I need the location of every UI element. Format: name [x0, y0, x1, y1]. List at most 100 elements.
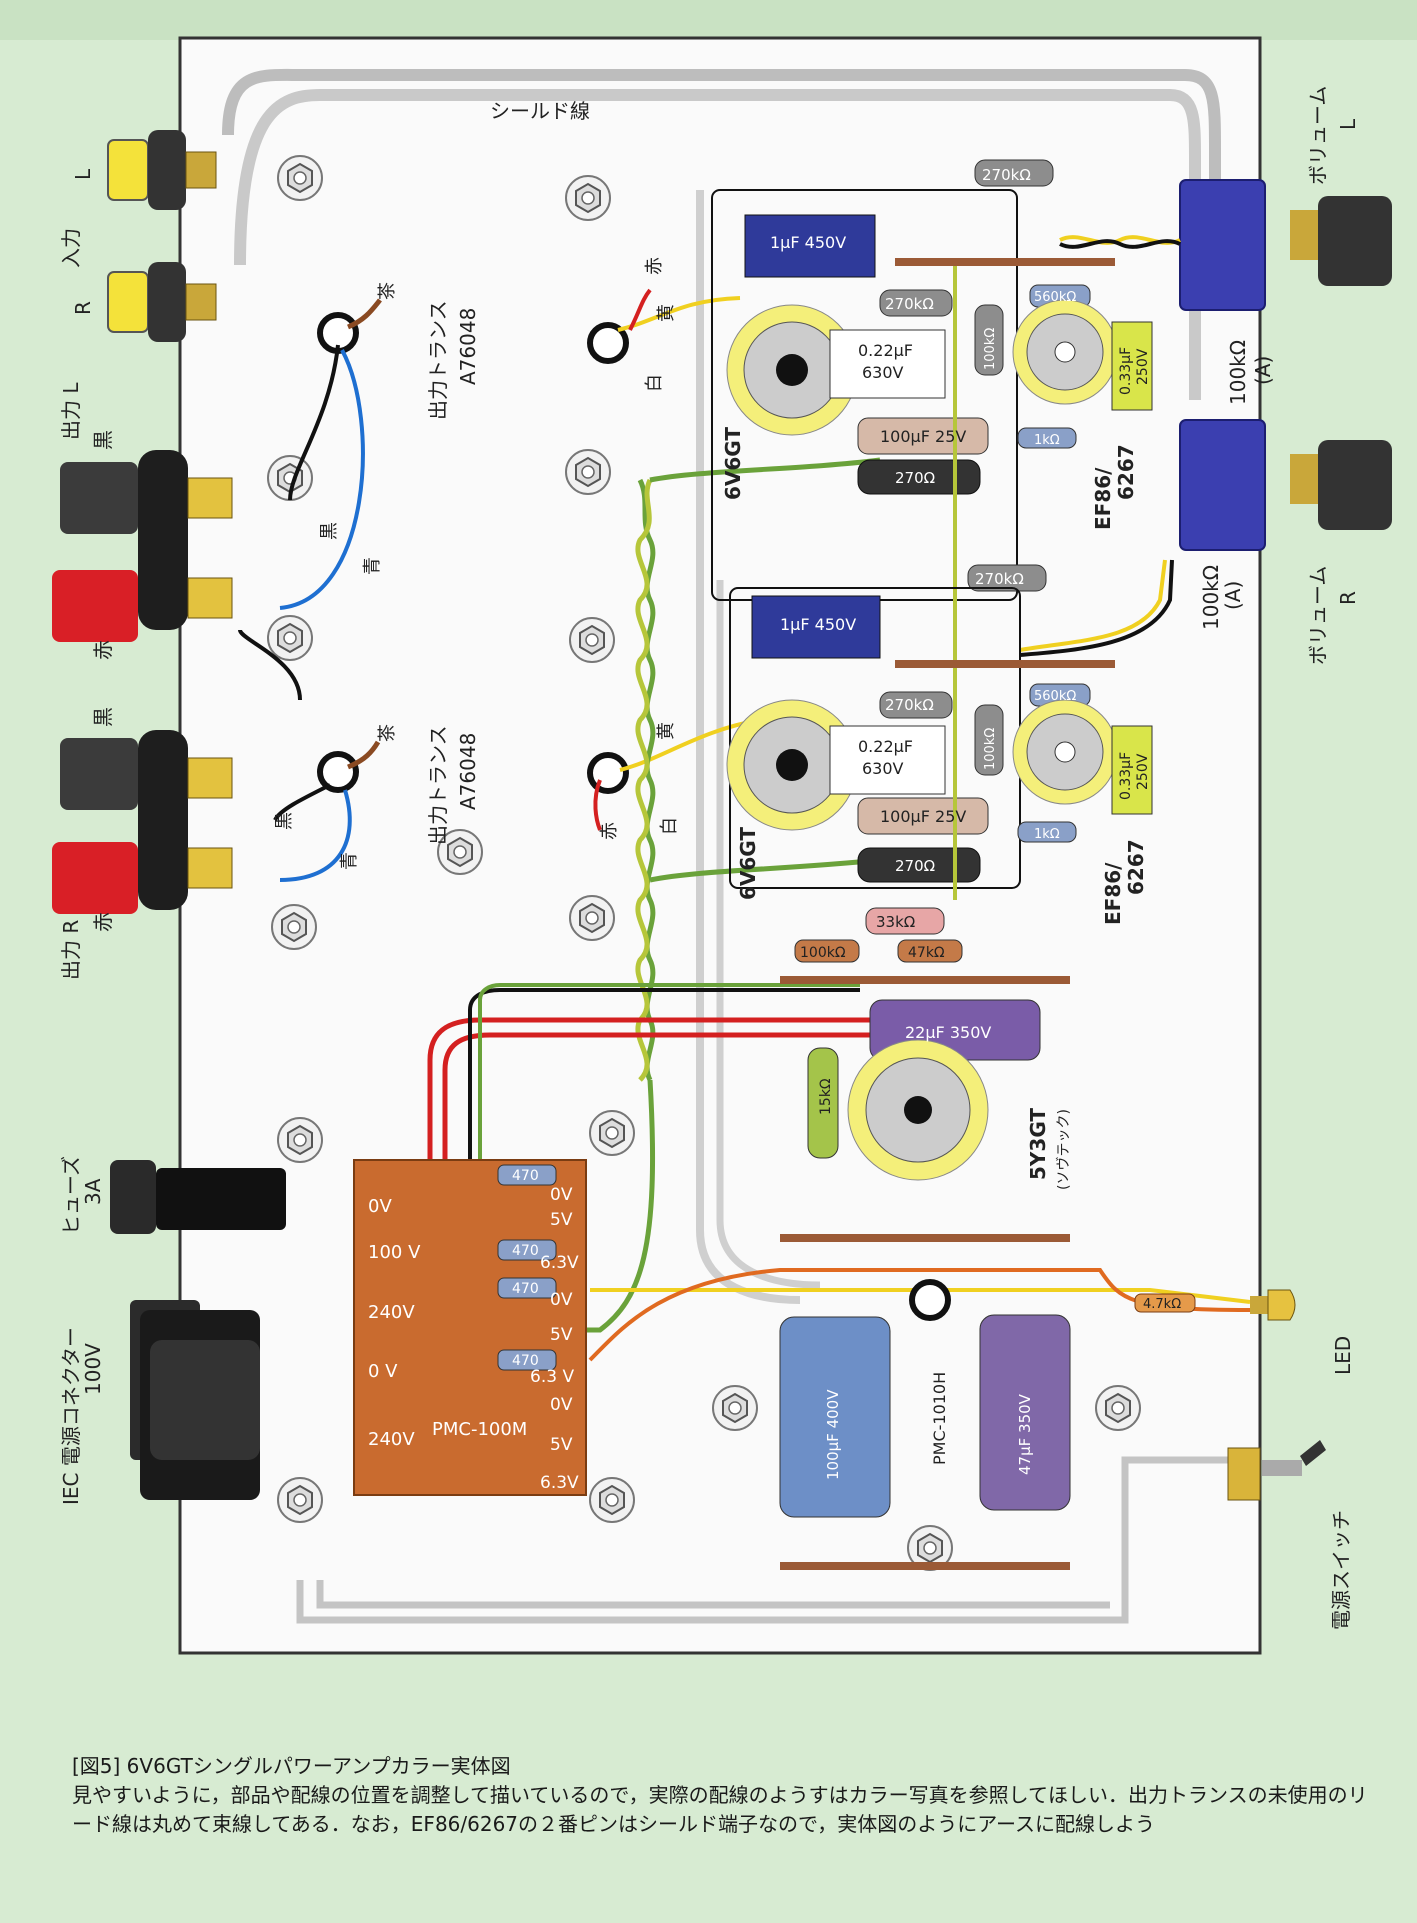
rect-tube: 5Y3GT [1026, 1108, 1050, 1180]
wire-blue-1: 青 [362, 557, 383, 575]
ot-name-2: 出力トランス [426, 725, 450, 845]
vol-wire-r [1019, 559, 1167, 652]
r-1k-top: 1kΩ [1034, 433, 1060, 448]
cap-033-top-volt: 250V [1135, 348, 1151, 385]
wire-white-bottom: 白 [659, 817, 680, 835]
wire-red-top: 赤 [644, 257, 665, 275]
volume-value-l: 100kΩ [1226, 340, 1250, 405]
wire-yellow-top: 黄 [656, 304, 677, 322]
wire-yellow-bottom: 黄 [656, 722, 677, 740]
wire-brown-1: 茶 [377, 282, 398, 300]
ot-model-2: A76048 [456, 733, 480, 810]
cap-033-top [1111, 321, 1153, 411]
cap-100uf-top-label: 100μF 25V [880, 427, 966, 446]
led [1250, 1289, 1296, 1321]
cap-033-bottom-value: 0.33μF [1118, 752, 1134, 800]
r-270-top: 270Ω [895, 469, 935, 487]
r-270k-top-bottomrow: 270kΩ [975, 570, 1024, 588]
cap-033-bottom [1111, 725, 1153, 815]
black-label-r: 黒 [91, 707, 115, 727]
r-15k: 15kΩ [818, 1078, 834, 1115]
mounting-nut [1095, 1385, 1141, 1431]
rect-tube-note: (ソヴテック) [1055, 1109, 1072, 1190]
ot-name-1: 出力トランス [426, 300, 450, 420]
cap-022-top [829, 329, 946, 399]
speaker-terminal-l-black [60, 450, 233, 630]
led-wire-yellow [590, 1288, 1251, 1304]
pt-r-4: 470 [512, 1353, 539, 1369]
pt-primary-2: 240V [368, 1302, 415, 1323]
preamp-tube-bottom-2: 6267 [1124, 839, 1148, 895]
resistor-15k [807, 1047, 839, 1159]
volume-l-label: ボリューム [1306, 86, 1330, 185]
cap-1uf-top-label: 1μF 450V [770, 233, 846, 252]
black-label-l: 黒 [91, 430, 115, 450]
heater-to-pt [555, 1079, 656, 1333]
r-270k-mid-top: 270kΩ [885, 295, 934, 313]
mounting-nut [277, 1117, 323, 1163]
preamp-tube-top-2: 6267 [1114, 444, 1138, 500]
cap-1uf-top [744, 214, 876, 278]
figure-title: [図5] 6V6GTシングルパワーアンプカラー実体図 [72, 1754, 511, 1778]
volume-pot-l [1179, 179, 1392, 311]
volume-taper-l: (A) [1251, 356, 1275, 385]
mounting-nut [271, 904, 317, 950]
cap-033-bottom-volt: 250V [1135, 753, 1151, 790]
r-100k-bottom: 100kΩ [983, 728, 998, 770]
gray-loop-bottom-2 [316, 1580, 1110, 1609]
channel-bottom-board [726, 587, 1153, 900]
wire-white-top: 白 [644, 374, 665, 392]
mounting-nut [565, 175, 611, 221]
figure-description: 見やすいように，部品や配線の位置を調整して描いているので，実際の配線のようすはカ… [72, 1783, 1368, 1836]
speaker-terminal-r-red [52, 842, 233, 914]
pt-primary-4: 240V [368, 1429, 415, 1450]
speaker-terminal-r-black [60, 730, 233, 910]
ot-leads-l [279, 298, 382, 610]
pt-primary-1: 100 V [368, 1242, 421, 1263]
red-label-r: 赤 [91, 912, 115, 932]
cap-22uf-label: 22μF 350V [905, 1023, 991, 1042]
ot-leads-r [238, 629, 381, 882]
shield-wire-l [222, 68, 1221, 235]
red-label-l: 赤 [91, 640, 115, 660]
output-r-label: 出力 R [59, 920, 83, 980]
mounting-nut [565, 449, 611, 495]
volume-r-label: ボリューム [1306, 566, 1330, 665]
input-label: 入力 [59, 228, 83, 268]
r-270k-mid-bottom: 270kΩ [885, 696, 934, 714]
green-wire-pt [478, 983, 860, 1170]
figure-caption: [図5] 6V6GTシングルパワーアンプカラー実体図 見やすいように，部品や配線… [72, 1752, 1372, 1839]
wire-brown-2: 茶 [377, 724, 398, 742]
mounting-nut [712, 1385, 758, 1431]
mounting-nut [267, 615, 313, 661]
r-560k-bottom: 560kΩ [1034, 689, 1076, 704]
wire-red-bottom: 赤 [599, 822, 620, 840]
led-resistor [1134, 1293, 1196, 1313]
fuse-label: ヒューズ [59, 1156, 83, 1235]
cap-033-top-value: 0.33μF [1118, 347, 1134, 395]
mounting-nut [569, 617, 615, 663]
wire-blue-2: 青 [339, 852, 360, 870]
iec-voltage-label: 100V [81, 1343, 105, 1395]
gray-loop-bottom [296, 1456, 1230, 1624]
pt-r-2: 470 [512, 1243, 539, 1259]
r-33k: 33kΩ [876, 913, 915, 931]
wire-black-1: 黒 [319, 522, 340, 540]
shield-wire-r [234, 89, 1201, 400]
r-270-bottom: 270Ω [895, 857, 935, 875]
plate-leads-bottom [587, 718, 761, 831]
iec-label: IEC 電源コネクター [59, 1327, 83, 1505]
power-tube-bottom: 6V6GT [736, 827, 760, 900]
pt-primary-3: 0 V [368, 1361, 398, 1382]
pt-secondary-7: 5V [550, 1435, 573, 1455]
volume-r-ch: R [1336, 591, 1360, 605]
input-l-label: L [71, 168, 95, 180]
cap-47uf-350v-label: 47μF 350V [1016, 1393, 1034, 1475]
r-560k-top: 560kΩ [1034, 290, 1076, 305]
choke-label: PMC-1010H [930, 1372, 949, 1465]
input-r-label: R [71, 301, 95, 315]
pt-resistors [497, 1164, 557, 1371]
pt-secondary-0: 0V [550, 1185, 573, 1205]
